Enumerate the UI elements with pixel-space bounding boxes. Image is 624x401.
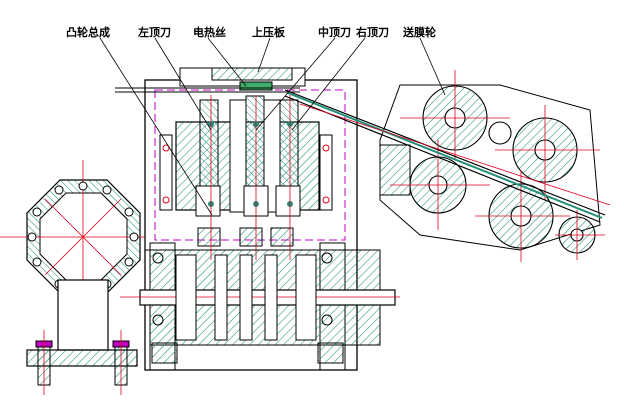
cam-shaft: [120, 249, 400, 364]
label-right-top-knife: 右顶刀: [355, 25, 389, 39]
feed-wheel-assembly: [284, 70, 611, 262]
label-upper-pressing-plate: 上压板: [252, 25, 286, 39]
label-left-top-knife: 左顶刀: [137, 25, 171, 39]
labels: 凸轮总成 左顶刀 电热丝 上压板 中顶刀 右顶刀 送膜轮: [66, 25, 436, 39]
label-cam-assembly: 凸轮总成: [66, 25, 110, 39]
leader-lines: [99, 37, 446, 216]
label-heater: 电热丝: [193, 25, 226, 39]
label-middle-top-knife: 中顶刀: [318, 25, 351, 39]
cam-wheel: [0, 160, 160, 395]
label-feed-wheel: 送膜轮: [402, 25, 436, 39]
